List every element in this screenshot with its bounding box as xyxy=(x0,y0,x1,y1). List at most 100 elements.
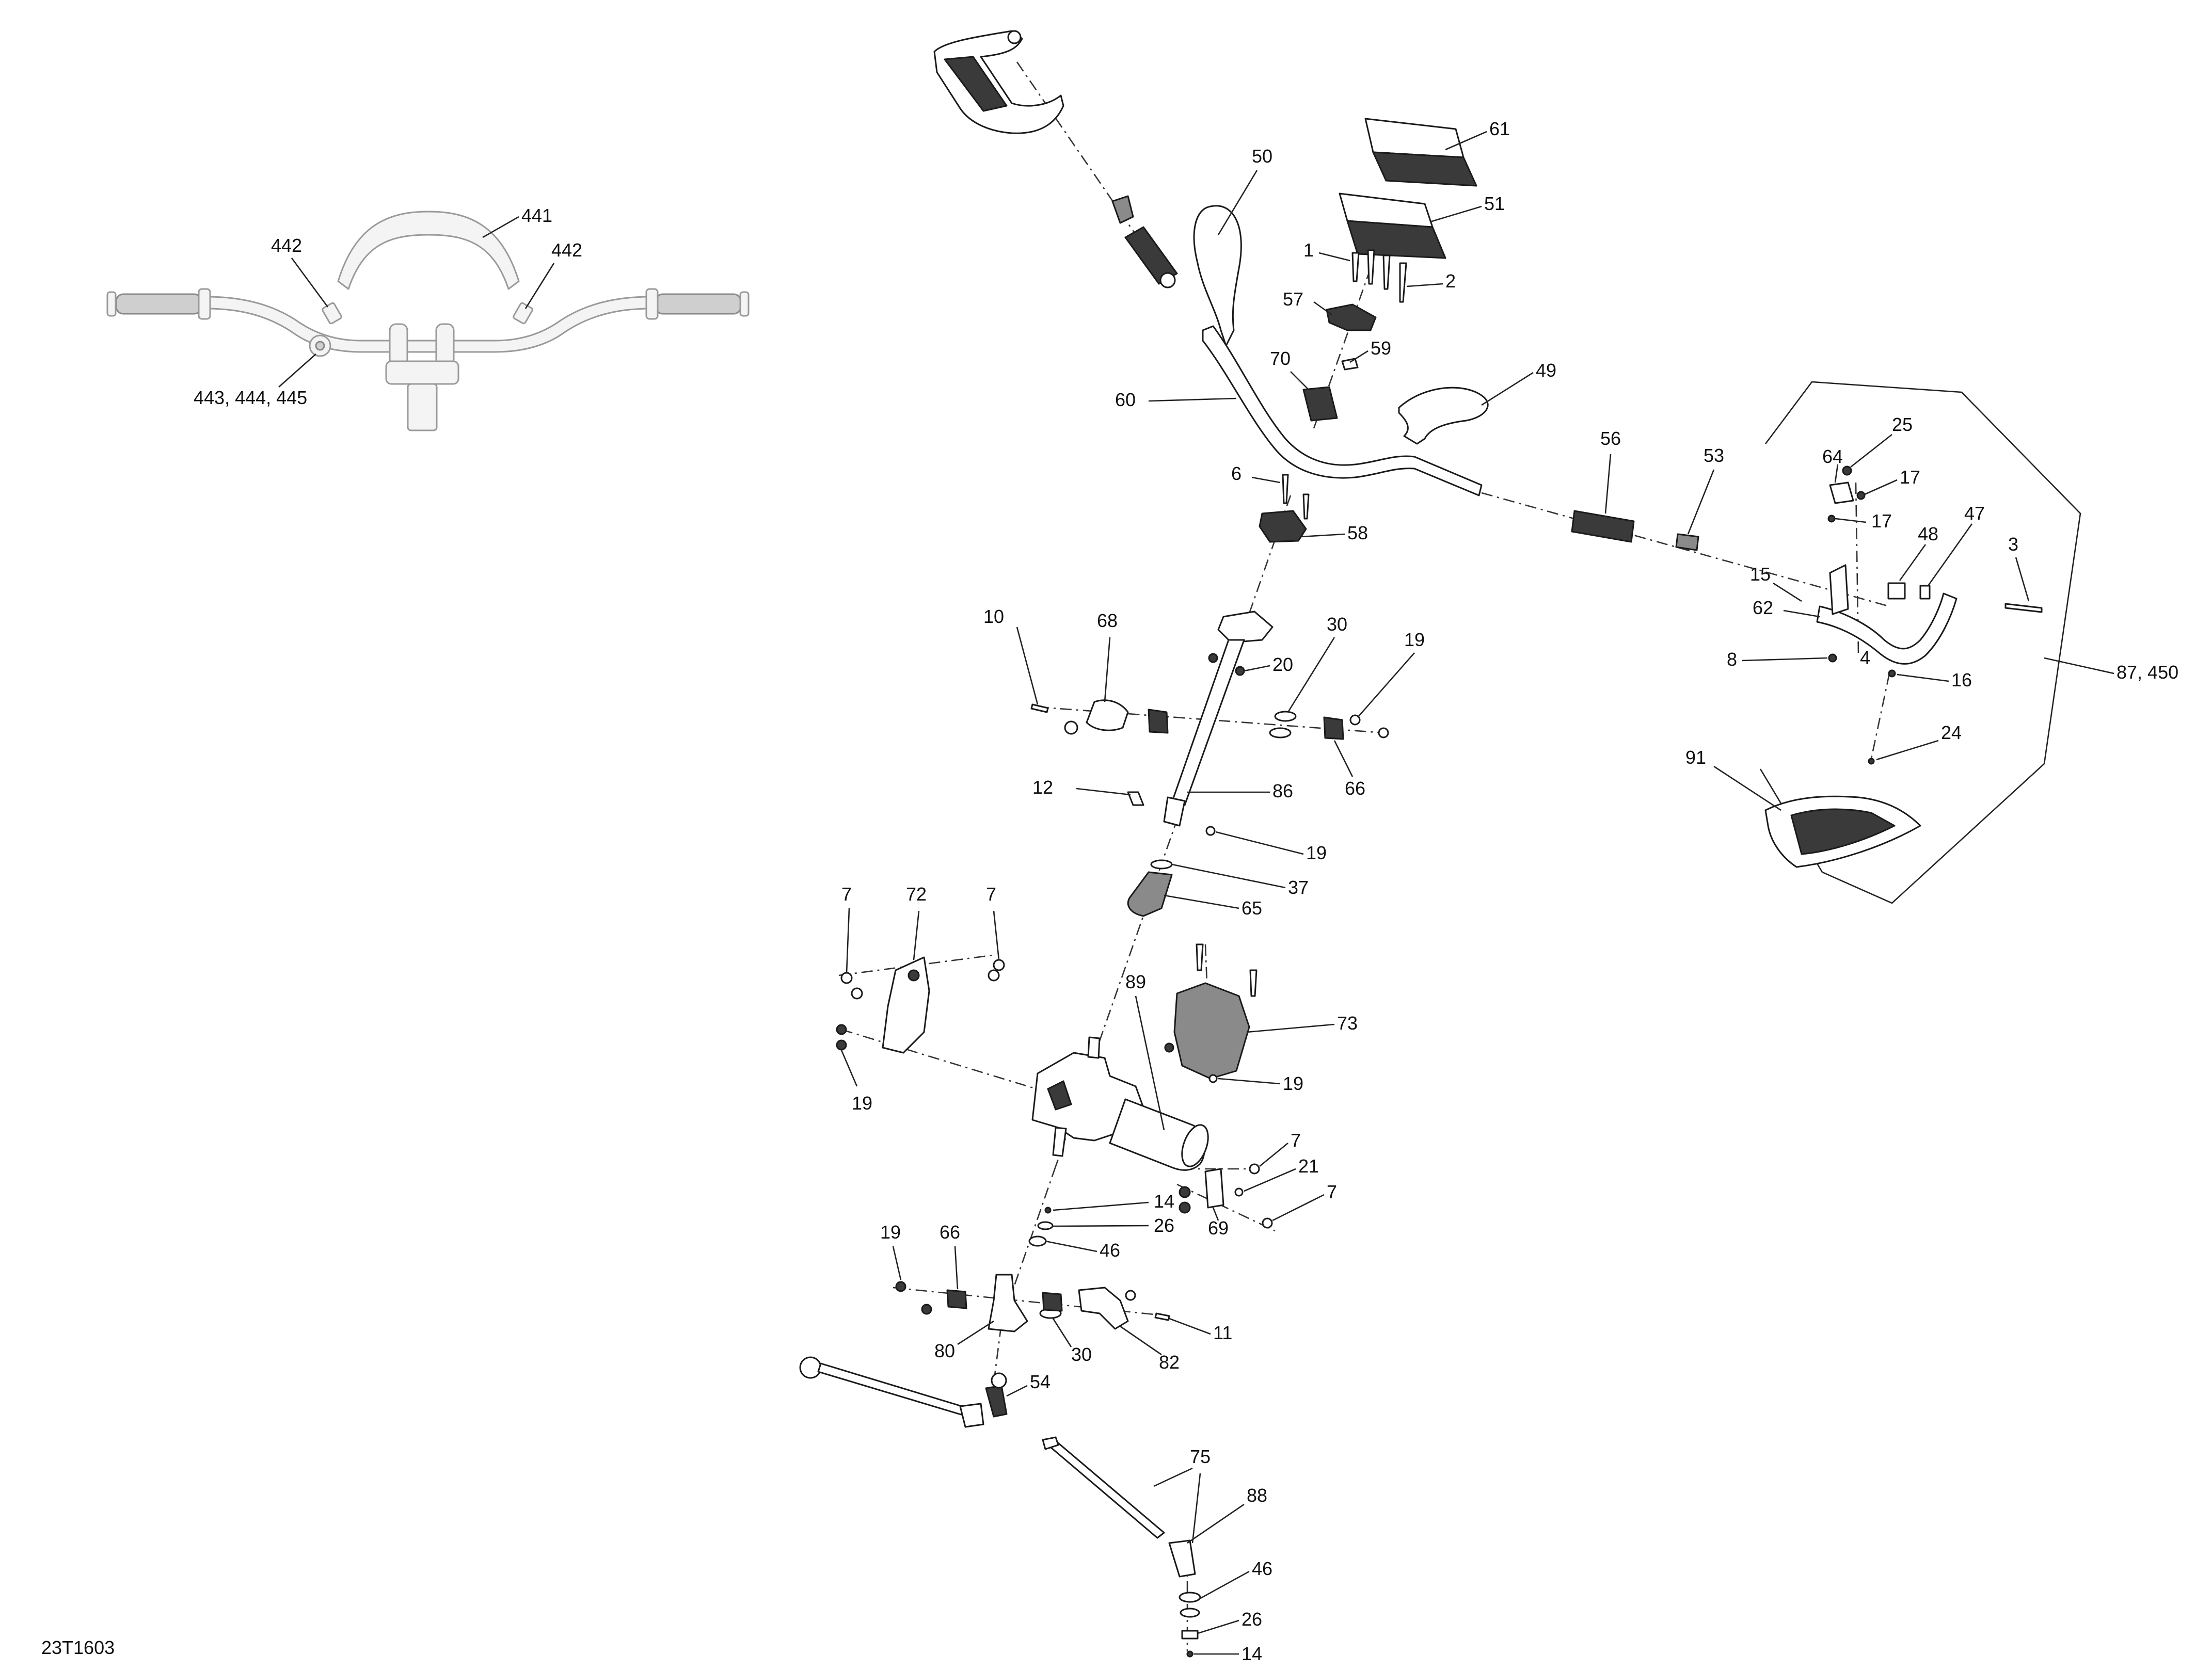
column-tube xyxy=(1171,639,1245,806)
pin-10 xyxy=(1030,703,1049,713)
callout-68: 68 xyxy=(1097,610,1118,631)
callout-73: 73 xyxy=(1337,1013,1358,1034)
leader-7d xyxy=(1272,1194,1325,1222)
leader-61 xyxy=(1445,131,1487,151)
bracket-72-group xyxy=(836,956,1005,1054)
callout-3: 3 xyxy=(2008,534,2018,555)
callout-24: 24 xyxy=(1941,722,1962,743)
tie-rod-left-shaft xyxy=(817,1362,972,1418)
tie-rod-left-end xyxy=(799,1356,822,1379)
screw-24 xyxy=(1868,758,1875,765)
callout-49: 49 xyxy=(1536,360,1556,381)
callout-21: 21 xyxy=(1298,1155,1319,1177)
callout-46b: 46 xyxy=(1252,1558,1272,1579)
nut-19c2 xyxy=(836,1039,847,1051)
tie-rod-75 xyxy=(1047,1440,1165,1539)
leader-17a xyxy=(1864,479,1898,495)
handlebar-assembly-inset: 441 442 442 443, 444, 445 xyxy=(106,205,750,431)
boot-65 xyxy=(1127,871,1173,917)
callout-66a: 66 xyxy=(1345,778,1365,799)
inset-left-collar xyxy=(198,288,211,320)
screw-7d xyxy=(988,969,1000,982)
washer-46b xyxy=(1179,1592,1201,1603)
leader-48 xyxy=(1899,544,1927,581)
left-bar-end xyxy=(1111,195,1134,224)
leader-51 xyxy=(1429,205,1482,223)
leader-443 xyxy=(278,354,316,388)
eps-cover-bolt-a xyxy=(1196,943,1204,971)
nut-46a xyxy=(1028,1235,1047,1247)
axis-pitman xyxy=(993,1303,1005,1384)
axis-handlebar-right xyxy=(1481,492,1890,607)
tie-rod-left-inner xyxy=(959,1403,984,1428)
switch-housing-61 xyxy=(1364,118,1477,187)
clamp-70 xyxy=(1302,386,1338,422)
callout-26b: 26 xyxy=(1242,1609,1262,1630)
screw-7e xyxy=(1249,1163,1260,1175)
left-handguard-shell xyxy=(933,30,1064,134)
axis-right-guard-down xyxy=(1870,673,1890,759)
leader-75a xyxy=(1153,1467,1193,1487)
callout-19c: 19 xyxy=(852,1093,872,1114)
eps-input-spline xyxy=(1087,1036,1101,1059)
callout-37: 37 xyxy=(1288,877,1309,898)
callout-15: 15 xyxy=(1750,564,1771,585)
eps-motor-end xyxy=(1181,1124,1209,1167)
washer-26a xyxy=(1037,1221,1054,1230)
callout-4: 4 xyxy=(1860,647,1870,668)
tie-rod-left xyxy=(799,1356,1008,1428)
leader-59 xyxy=(1349,350,1368,363)
leader-6 xyxy=(1251,476,1281,484)
callout-8: 8 xyxy=(1727,649,1737,670)
leader-7c xyxy=(1259,1142,1288,1167)
figure-reference: 23T1603 xyxy=(41,1637,115,1658)
callout-48: 48 xyxy=(1918,523,1938,544)
bracket-82 xyxy=(1078,1287,1129,1330)
inset-right-riser xyxy=(435,323,455,366)
callout-57: 57 xyxy=(1283,288,1303,310)
callout-50: 50 xyxy=(1252,146,1272,167)
callout-69: 69 xyxy=(1208,1217,1229,1239)
leader-1 xyxy=(1318,252,1350,262)
leader-64 xyxy=(1834,464,1839,483)
callout-25: 25 xyxy=(1892,414,1913,435)
nut-19d xyxy=(1208,1074,1218,1083)
callout-53: 53 xyxy=(1704,445,1724,466)
leader-65 xyxy=(1164,894,1239,909)
leader-50 xyxy=(1217,170,1258,235)
nut-19c xyxy=(836,1024,847,1035)
inset-steering-column xyxy=(407,383,438,431)
callout-10: 10 xyxy=(983,606,1004,627)
inset-right-grip xyxy=(655,293,742,315)
callout-60: 60 xyxy=(1115,389,1136,410)
clamp-58-assembly xyxy=(1259,474,1310,543)
leader-69 xyxy=(1212,1207,1219,1221)
bolt-20b xyxy=(1235,666,1245,676)
callout-19d: 19 xyxy=(1283,1073,1303,1094)
callout-442-left: 442 xyxy=(271,235,302,256)
callout-7d: 7 xyxy=(1327,1181,1337,1202)
screw-1a xyxy=(1351,252,1360,282)
leader-72 xyxy=(913,910,920,960)
steering-column-86 xyxy=(1163,611,1274,827)
nut-19e xyxy=(895,1281,906,1292)
nut-69b xyxy=(1179,1201,1191,1214)
handlebar-60 xyxy=(1202,325,1483,496)
leader-8 xyxy=(1742,657,1828,662)
leader-89 xyxy=(1135,995,1165,1131)
callout-6: 6 xyxy=(1231,463,1242,484)
shim-59 xyxy=(1341,358,1359,371)
callouts-main: 50 61 51 1 2 57 59 70 49 60 56 53 25 64 … xyxy=(840,118,2178,1664)
callout-7b: 7 xyxy=(986,884,996,905)
callout-89: 89 xyxy=(1125,971,1146,992)
callout-87-450: 87, 450 xyxy=(2116,662,2178,683)
leader-37 xyxy=(1171,863,1286,889)
leader-20 xyxy=(1244,665,1270,672)
bushing-66-lower xyxy=(946,1289,967,1309)
leader-15 xyxy=(1773,582,1802,602)
washer-30b xyxy=(1269,727,1292,738)
inset-left-riser xyxy=(389,323,408,366)
leader-441 xyxy=(482,216,519,238)
bushing-66-upper xyxy=(1323,716,1344,740)
leader-46b xyxy=(1197,1570,1250,1601)
